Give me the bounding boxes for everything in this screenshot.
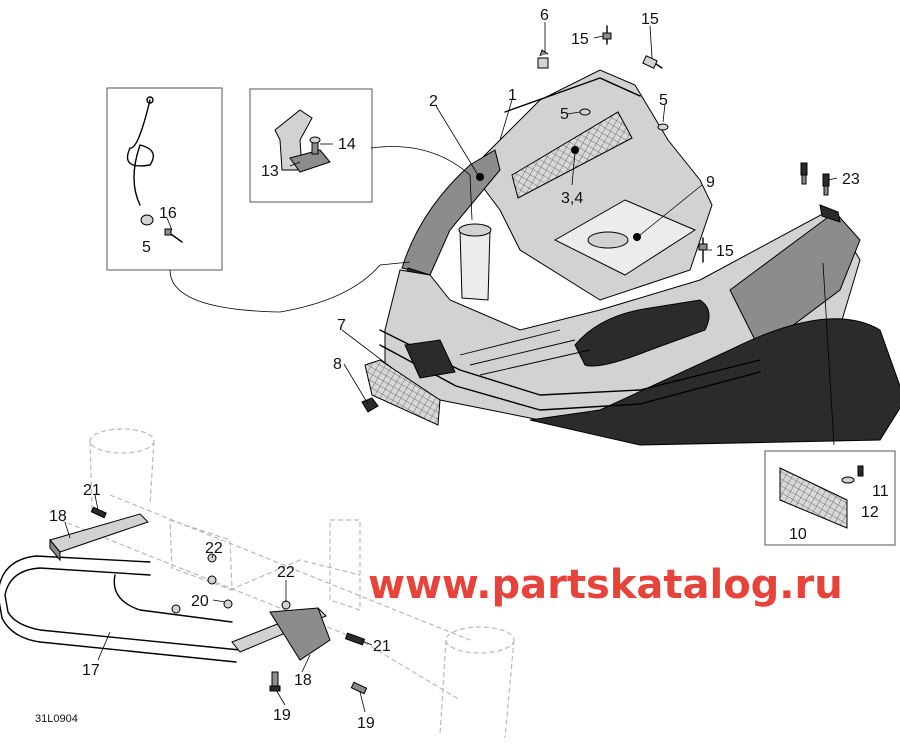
- diagram-part-code: 31L0904: [35, 713, 78, 725]
- callout-13: 13: [261, 163, 279, 180]
- detail-box-bracket: [249, 88, 373, 203]
- callout-20: 20: [191, 593, 209, 610]
- callout-3-4: 3,4: [561, 190, 583, 207]
- callout-6: 6: [540, 7, 549, 24]
- callout-labels: 1 2 3,4 5 5 5 6 7 8 9 10 11 12 13 14 15 …: [49, 7, 889, 732]
- callout-8: 8: [333, 356, 342, 373]
- callout-18: 18: [294, 672, 312, 689]
- callout-18: 18: [49, 508, 67, 525]
- callout-10: 10: [789, 526, 807, 543]
- callout-15: 15: [641, 11, 659, 28]
- callout-15: 15: [716, 243, 734, 260]
- callout-11: 11: [872, 483, 889, 500]
- callout-22: 22: [205, 540, 223, 557]
- leader-lines: [64, 22, 838, 713]
- callout-12: 12: [861, 504, 879, 521]
- callout-9: 9: [706, 174, 715, 191]
- front-body-assembly: [364, 69, 900, 446]
- front-bumper-assembly: [0, 506, 368, 695]
- detail-box-cable: [106, 87, 223, 271]
- detail-box-reflector: [764, 450, 896, 546]
- callout-14: 14: [338, 136, 356, 153]
- watermark-text: www.partskatalog.ru: [368, 562, 843, 608]
- callout-19: 19: [273, 707, 291, 724]
- callout-21: 21: [373, 638, 391, 655]
- callout-7: 7: [337, 317, 346, 334]
- callout-21: 21: [83, 482, 101, 499]
- callout-2: 2: [429, 93, 438, 110]
- callout-5: 5: [142, 239, 151, 256]
- callout-5: 5: [659, 92, 668, 109]
- callout-23: 23: [842, 171, 860, 188]
- callout-19: 19: [357, 715, 375, 732]
- callout-1: 1: [508, 87, 517, 104]
- callout-15: 15: [571, 31, 589, 48]
- callout-17: 17: [82, 662, 100, 679]
- callout-22: 22: [277, 564, 295, 581]
- body-fasteners: [361, 25, 830, 413]
- callout-5: 5: [560, 106, 569, 123]
- callout-16: 16: [159, 205, 177, 222]
